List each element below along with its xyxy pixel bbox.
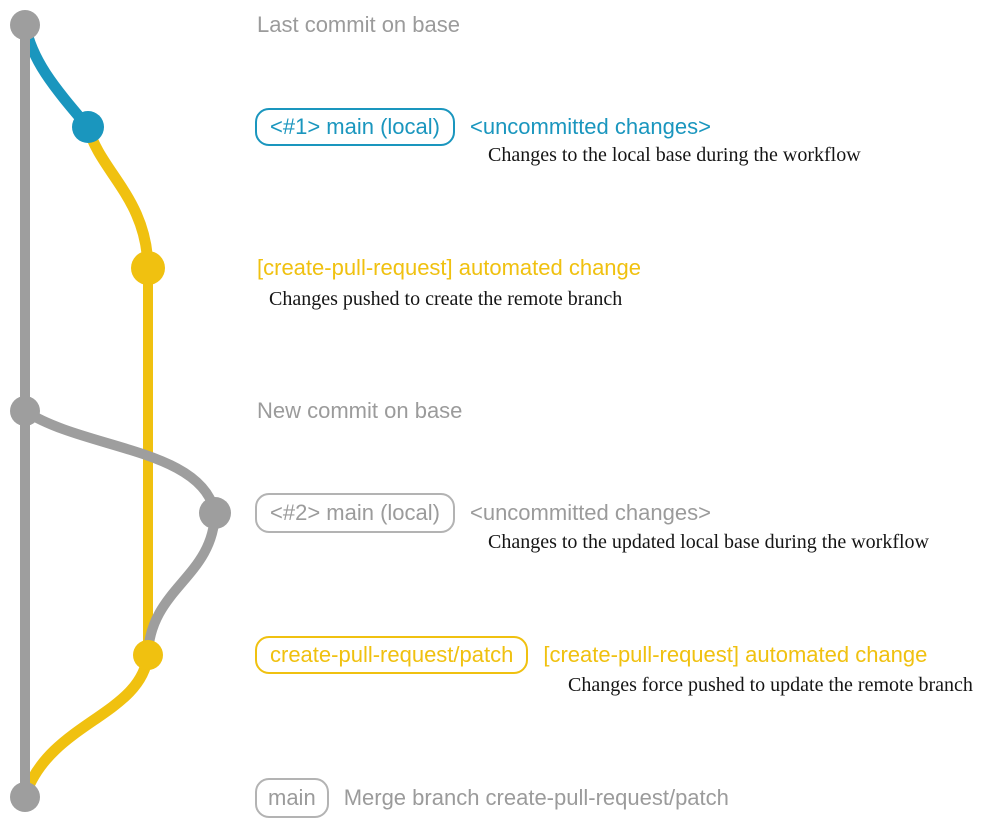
commit-node-automated-1 [131, 251, 165, 285]
label-automated-change-1: [create-pull-request] automated change [257, 255, 642, 280]
row-commit-2: <#2> main (local) <uncommitted changes> [255, 493, 711, 533]
branch-badge-main-local-2: <#2> main (local) [255, 493, 455, 533]
blue-branch-curve [19, 19, 94, 133]
commit-node-merge [10, 782, 40, 812]
note-pushed-create-remote: Changes pushed to create the remote bran… [269, 288, 623, 310]
label-last-commit-on-base: Last commit on base [257, 12, 460, 37]
gray-rebase-curve-bottom [143, 508, 220, 660]
commit-node-new-commit-on-base [10, 396, 40, 426]
branch-badge-main-local-1: <#1> main (local) [255, 108, 455, 146]
note-updated-local-base-changes: Changes to the updated local base during… [488, 531, 929, 553]
branch-badge-create-pull-request-patch: create-pull-request/patch [255, 636, 529, 674]
status-uncommitted-changes-2: <uncommitted changes> [469, 500, 711, 525]
yellow-merge-curve-bottom [20, 649, 154, 799]
branch-badge-main: main [255, 777, 329, 818]
row-merge: main Merge branch create-pull-request/pa… [255, 777, 729, 818]
label-merge-branch: Merge branch create-pull-request/patch [343, 784, 729, 810]
label-automated-change-2: [create-pull-request] automated change [543, 642, 928, 667]
row-patch-branch: create-pull-request/patch [create-pull-r… [255, 636, 927, 674]
status-uncommitted-changes-1: <uncommitted changes> [469, 114, 711, 139]
commit-node-last-commit-on-base [10, 10, 40, 40]
commit-node-uncommitted-2 [199, 497, 231, 529]
note-force-pushed-update-remote: Changes force pushed to update the remot… [568, 674, 973, 696]
row-commit-1: <#1> main (local) <uncommitted changes> [255, 108, 711, 146]
note-local-base-changes: Changes to the local base during the wor… [488, 144, 861, 166]
yellow-branch-curve-top [82, 121, 154, 274]
commit-node-uncommitted-1 [72, 111, 104, 143]
commit-node-automated-2 [133, 640, 163, 670]
git-graph [10, 10, 231, 812]
label-new-commit-on-base: New commit on base [257, 398, 463, 423]
gray-rebase-curve-top [20, 406, 220, 518]
